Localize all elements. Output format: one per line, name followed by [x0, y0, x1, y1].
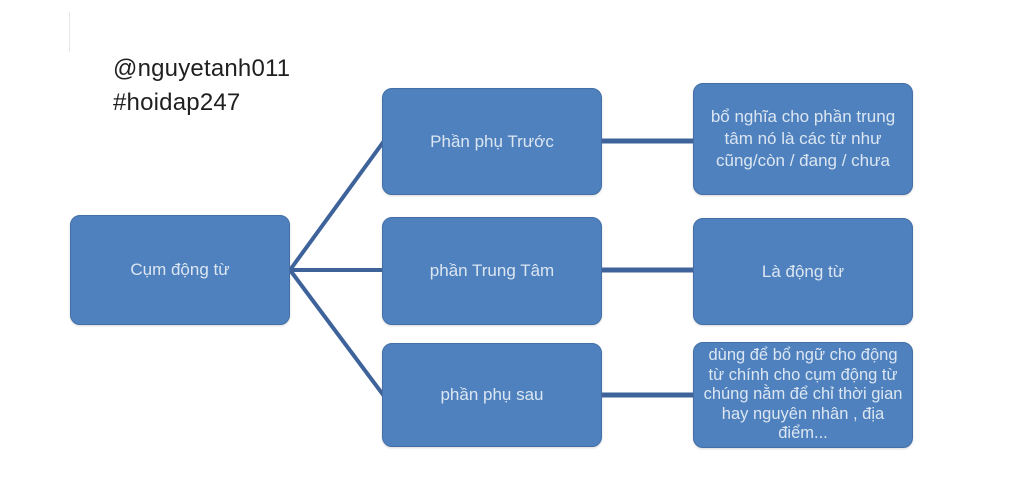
node-description-phan-phu-sau: dùng để bổ ngữ cho động từ chính cho cụm…: [693, 342, 913, 448]
node-description-text: dùng để bổ ngữ cho động từ chính cho cụm…: [703, 346, 903, 443]
watermark-hashtag: #hoidap247: [113, 89, 241, 116]
node-root-label: Cụm động từ: [130, 260, 230, 279]
connector-root-to-branch-3: [288, 268, 386, 398]
node-branch-phan-phu-sau: phần phụ sau: [382, 343, 602, 447]
node-branch-label: phần phụ sau: [440, 385, 544, 404]
connector-root-to-branch-1: [288, 139, 386, 272]
page-edge-artifact: [69, 12, 70, 52]
node-branch-label: phần Trung Tâm: [429, 261, 555, 280]
node-description-phan-trung-tam: Là động từ: [693, 218, 913, 325]
node-description-text: bổ nghĩa cho phần trung tâm nó là các từ…: [710, 106, 896, 171]
watermark-handle: @nguyetanh011: [113, 55, 291, 82]
node-description-text: Là động từ: [761, 261, 845, 281]
watermark: @nguyetanh011 #hoidap247: [113, 52, 290, 120]
node-branch-label: Phần phụ Trước: [430, 131, 554, 151]
node-root: Cụm động từ: [70, 215, 290, 325]
node-branch-phan-trung-tam: phần Trung Tâm: [382, 217, 602, 325]
node-description-phan-phu-truoc: bổ nghĩa cho phần trung tâm nó là các từ…: [693, 83, 913, 195]
node-branch-phan-phu-truoc: Phần phụ Trước: [382, 88, 602, 195]
